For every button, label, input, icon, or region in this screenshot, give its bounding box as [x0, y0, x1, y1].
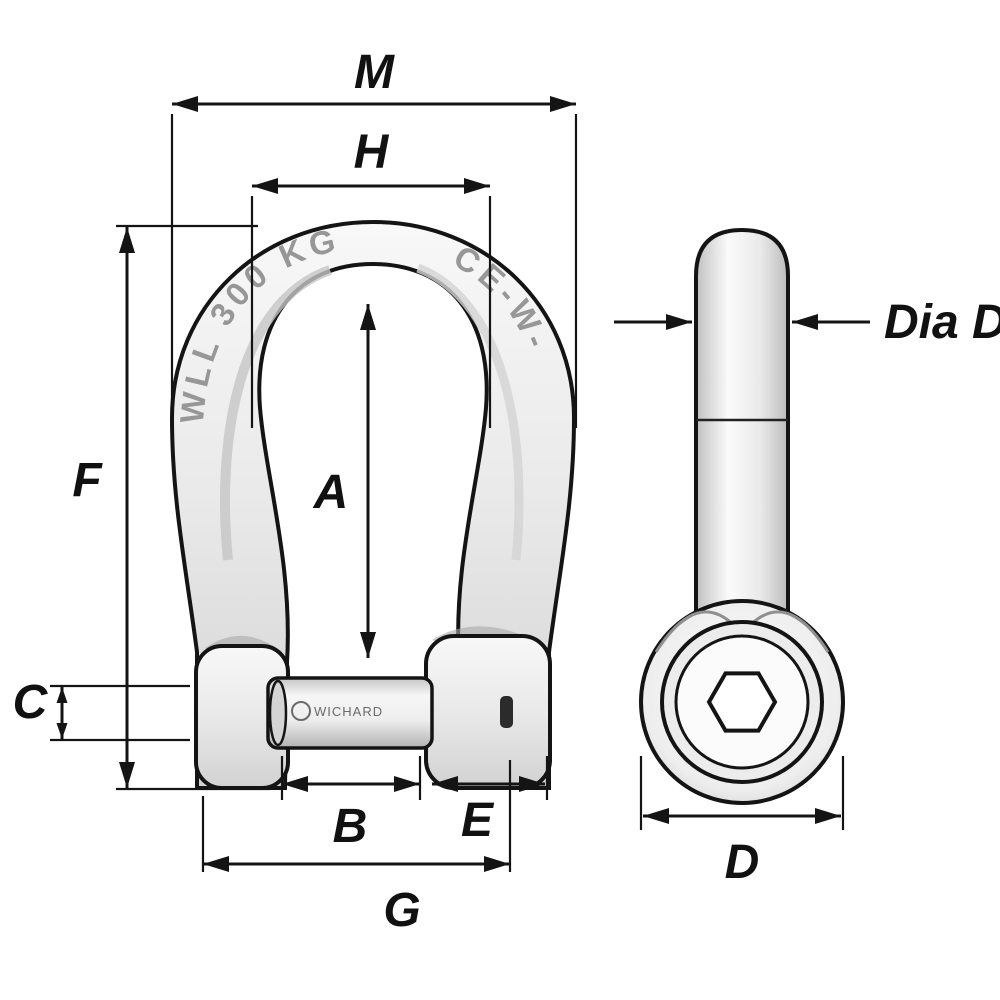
dim-label-dia-d: Dia D	[884, 296, 1000, 349]
hex-socket	[706, 671, 778, 733]
dim-label-c: C	[13, 676, 49, 729]
dimension-m: M	[170, 46, 578, 428]
bow-shading-left	[220, 265, 332, 561]
dimension-f: F	[72, 224, 270, 791]
dim-label-b: B	[333, 800, 368, 853]
dimension-d: D	[639, 756, 845, 889]
dimension-e: E	[432, 756, 549, 847]
dim-label-d: D	[725, 836, 760, 889]
side-view: Dia D D	[614, 227, 1000, 889]
bow-shading-right	[416, 263, 524, 561]
pin-end-cap	[268, 679, 288, 747]
dim-label-m: M	[354, 46, 395, 99]
dimension-a: A	[313, 304, 376, 658]
pin-shaft	[694, 227, 790, 652]
pin-socket-mark	[500, 696, 513, 728]
pin-body	[266, 676, 434, 750]
brand-logo-icon	[291, 701, 311, 721]
dimension-c: C	[13, 676, 190, 742]
dimension-b: B	[280, 756, 422, 853]
dimension-h: H	[250, 126, 492, 428]
dimension-g: G	[201, 760, 512, 937]
dim-label-h: H	[354, 126, 390, 179]
right-boss	[424, 634, 552, 790]
dim-label-g: G	[383, 884, 420, 937]
dim-label-f: F	[72, 454, 103, 507]
front-view: WLL 300 KG CE-W- WICHARD M H	[13, 46, 578, 937]
dim-label-a: A	[313, 466, 349, 519]
pin-brand-label: WICHARD	[314, 704, 383, 719]
dim-label-e: E	[461, 794, 495, 847]
dimension-dia-d: Dia D	[614, 296, 1000, 349]
